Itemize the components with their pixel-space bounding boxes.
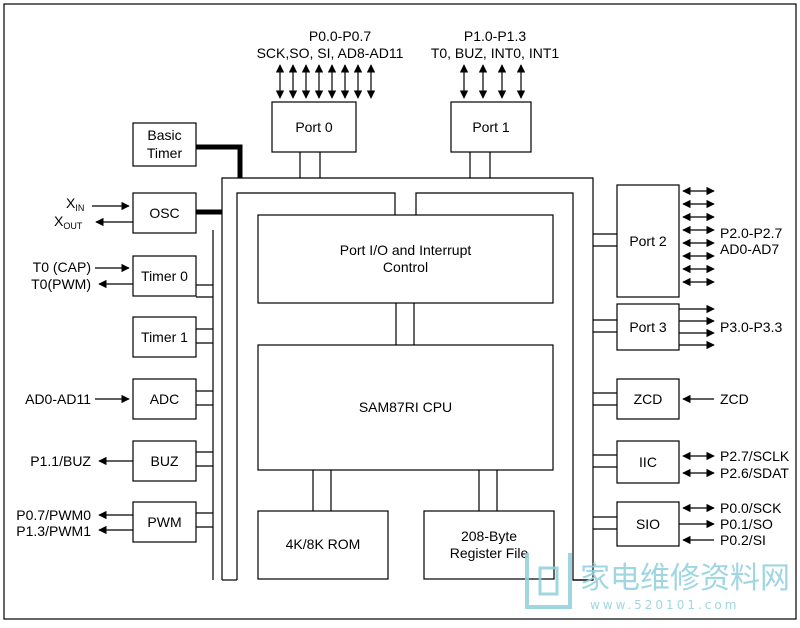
top-bus-connectors — [299, 152, 491, 178]
watermark: 家电维修资料网 www.520101.com — [525, 553, 790, 612]
timer0-label: Timer 0 — [141, 268, 188, 284]
adc-block: ADC — [132, 378, 197, 420]
adc-label: ADC — [150, 391, 180, 407]
port-io-label-1: Port I/O and Interrupt — [340, 242, 472, 258]
sio-label: SIO — [636, 516, 660, 532]
xout-sub: OUT — [63, 221, 83, 231]
port1-pins-label-2: T0, BUZ, INT0, INT1 — [431, 45, 560, 61]
zcd-label: ZCD — [634, 391, 663, 407]
pwm-label: PWM — [147, 514, 181, 530]
basic-timer-label-1: Basic — [147, 127, 181, 143]
xin-main: X — [66, 195, 76, 211]
osc-block: OSC — [132, 192, 197, 234]
iic-label: IIC — [639, 454, 657, 470]
xout-main: X — [54, 213, 64, 229]
port0-pins-label-1: P0.0-P0.7 — [309, 28, 371, 44]
timer0-block: Timer 0 — [132, 255, 197, 297]
port3-pin-arrows — [679, 304, 715, 350]
port3-pins-label: P3.0-P3.3 — [720, 319, 782, 335]
basic-timer-block: Basic Timer — [132, 122, 197, 167]
port2-pin-arrows — [682, 186, 715, 287]
port0-pins-label-2: SCK,SO, SI, AD8-AD11 — [257, 45, 404, 61]
port3-block: Port 3 — [616, 303, 680, 351]
port0-label: Port 0 — [295, 119, 333, 135]
xout-label: XOUT — [54, 213, 83, 231]
outer-frame — [3, 3, 797, 620]
iic-sclk-label: P2.7/SCLK — [720, 448, 790, 464]
watermark-logo — [525, 553, 572, 609]
cpu-block: SAM87RI CPU — [257, 344, 554, 471]
zcd-block: ZCD — [616, 378, 680, 420]
zcd-pin-label: ZCD — [720, 391, 749, 407]
pwm1-pin-label: P1.3/PWM1 — [16, 523, 91, 539]
rom-block: 4K/8K ROM — [257, 510, 389, 580]
port0-pin-arrows — [275, 64, 376, 99]
t0-pwm-label: T0(PWM) — [31, 276, 91, 292]
t0-cap-label: T0 (CAP) — [33, 259, 91, 275]
port1-pins-label-1: P1.0-P1.3 — [464, 28, 526, 44]
cpu-buses — [312, 303, 498, 511]
pwm0-pin-label: P0.7/PWM0 — [16, 507, 91, 523]
port1-block: Port 1 — [450, 101, 532, 153]
timer1-label: Timer 1 — [141, 329, 188, 345]
internal-bus — [221, 177, 594, 581]
port3-label: Port 3 — [629, 319, 667, 335]
port2-pins-label-1: P2.0-P2.7 — [720, 225, 782, 241]
watermark-url: www.520101.com — [590, 598, 739, 612]
port1-label: Port 1 — [472, 119, 510, 135]
register-file-label-2: Register File — [450, 545, 529, 561]
clock-lines — [196, 144, 243, 215]
sio-so-label: P0.1/SO — [720, 516, 773, 532]
left-bus-connectors — [196, 230, 214, 580]
pwm-block: PWM — [132, 501, 197, 543]
adc-pin-label: AD0-AD11 — [25, 391, 91, 407]
timer1-block: Timer 1 — [132, 316, 197, 358]
osc-label: OSC — [149, 205, 179, 221]
sio-sck-label: P0.0/SCK — [720, 500, 782, 516]
watermark-text: 家电维修资料网 — [580, 561, 790, 596]
iic-block: IIC — [616, 440, 680, 484]
xin-label: XIN — [66, 195, 84, 213]
port2-label: Port 2 — [629, 233, 667, 249]
iic-sdat-label: P2.6/SDAT — [720, 465, 789, 481]
register-file-block: 208-Byte Register File — [423, 510, 555, 580]
port1-pin-arrows — [459, 64, 526, 99]
port0-block: Port 0 — [271, 101, 357, 153]
cpu-label: SAM87RI CPU — [359, 399, 452, 415]
right-bus-connectors — [593, 233, 617, 530]
register-file-label-1: 208-Byte — [461, 528, 517, 544]
port-io-interrupt-block: Port I/O and Interrupt Control — [257, 214, 554, 304]
rom-label: 4K/8K ROM — [286, 536, 361, 552]
sio-si-label: P0.2/SI — [720, 532, 766, 548]
port-io-label-2: Control — [383, 259, 428, 275]
buz-block: BUZ — [132, 440, 197, 482]
port2-block: Port 2 — [616, 184, 680, 298]
basic-timer-label-2: Timer — [147, 145, 183, 161]
buz-pin-label: P1.1/BUZ — [30, 453, 91, 469]
watermark-logo-core — [538, 566, 559, 596]
buz-label: BUZ — [151, 453, 179, 469]
sio-block: SIO — [616, 501, 680, 547]
port2-pins-label-2: AD0-AD7 — [720, 241, 779, 257]
xin-sub: IN — [75, 203, 84, 213]
